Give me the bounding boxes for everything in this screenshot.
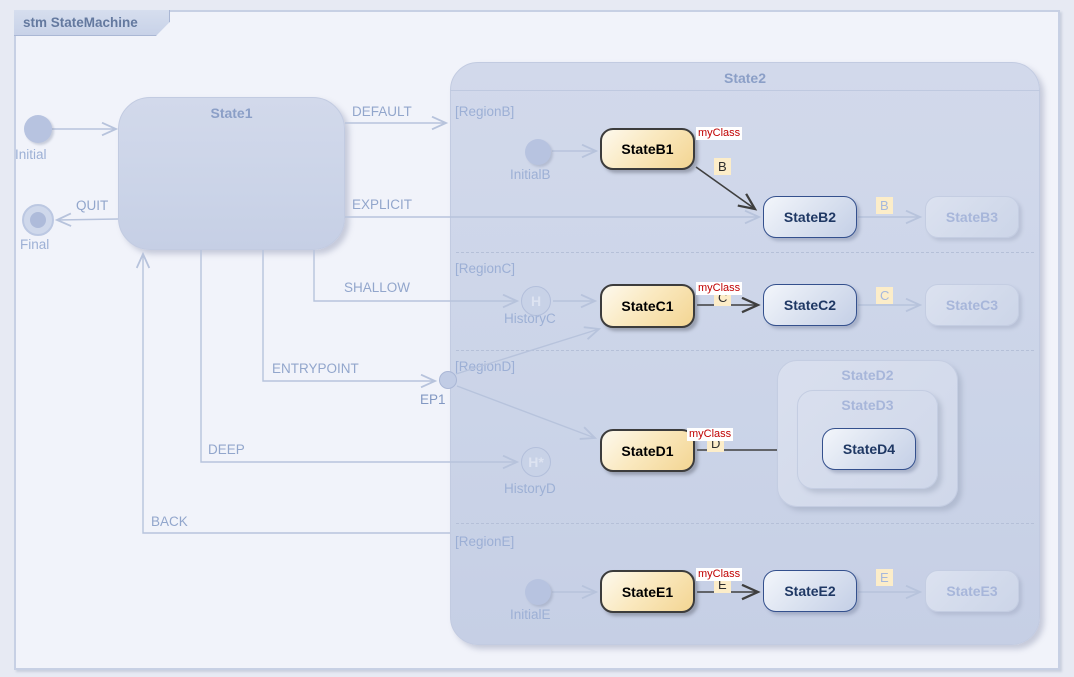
stated1-label: StateD1 [621, 442, 674, 459]
state1-label: State1 [210, 105, 253, 121]
transition-label-explicit[interactable]: EXPLICIT [352, 197, 413, 212]
statec2-label: StateC2 [783, 297, 837, 313]
initiale-label: InitialE [510, 607, 551, 622]
statee2-label: StateE2 [784, 583, 836, 599]
stereotype-label-e: myClass [696, 568, 743, 581]
transition-label-entrypoint[interactable]: ENTRYPOINT [272, 361, 359, 376]
transition-label-shallow[interactable]: SHALLOW [344, 280, 411, 295]
statee3-label: StateE3 [946, 583, 998, 599]
initialb-label: InitialB [510, 167, 551, 182]
stateb2-label: StateB2 [783, 209, 837, 225]
stated2-label: StateD2 [841, 367, 894, 383]
historyd-label: HistoryD [504, 481, 556, 496]
state-stateb1[interactable]: StateB1 [600, 128, 695, 170]
ep1-node[interactable] [439, 371, 457, 389]
state2-title-divider [450, 90, 1040, 91]
statec1-label: StateC1 [621, 298, 674, 314]
transition-label-deep[interactable]: DEEP [208, 442, 245, 457]
region-label-c: [RegionC] [455, 261, 516, 276]
state-stated4[interactable]: StateD4 [822, 428, 916, 470]
state-statee2[interactable]: StateE2 [763, 570, 857, 612]
historyc-node[interactable]: H [521, 286, 551, 316]
state-statee3[interactable]: StateE3 [925, 570, 1019, 612]
region-divider-cd [456, 350, 1034, 351]
historyd-glyph: H* [528, 454, 544, 470]
trigger-chip-b1: B [714, 158, 731, 175]
region-label-b: [RegionB] [455, 104, 515, 119]
stateb3-label: StateB3 [945, 209, 999, 225]
state-stateb3[interactable]: StateB3 [925, 196, 1019, 238]
historyc-glyph: H [530, 293, 542, 309]
region-label-e: [RegionE] [455, 534, 515, 549]
initiale-node[interactable] [525, 579, 551, 605]
stereotype-label-d: myClass [687, 428, 734, 441]
region-divider-de [456, 523, 1034, 524]
statec3-label: StateC3 [945, 297, 999, 313]
stateb1-label: StateB1 [621, 141, 674, 157]
state-statee1[interactable]: StateE1 [600, 570, 695, 613]
transition-label-quit[interactable]: QUIT [76, 198, 109, 213]
stereotype-label-b: myClass [696, 127, 743, 140]
state-stateb2[interactable]: StateB2 [763, 196, 857, 238]
stated3-label: StateD3 [841, 397, 894, 413]
stated4-label: StateD4 [842, 441, 896, 457]
state-statec1[interactable]: StateC1 [600, 284, 695, 328]
historyd-node[interactable]: H* [521, 447, 551, 477]
state-statec3[interactable]: StateC3 [925, 284, 1019, 326]
frame-tab: stm StateMachine [14, 10, 170, 36]
state-statec2[interactable]: StateC2 [763, 284, 857, 326]
trigger-chip-c2: C [876, 287, 894, 304]
state-stated1[interactable]: StateD1 [600, 429, 695, 472]
transition-label-default[interactable]: DEFAULT [352, 104, 412, 119]
initial-node-label: Initial [15, 147, 47, 162]
region-divider-bc [456, 252, 1034, 253]
trigger-chip-b2: B [876, 197, 893, 214]
trigger-chip-e2: E [876, 569, 893, 586]
final-node-label: Final [20, 237, 50, 252]
historyc-label: HistoryC [504, 311, 556, 326]
state2-label: State2 [723, 70, 767, 86]
statee1-label: StateE1 [621, 583, 674, 600]
final-node-dot [30, 212, 46, 228]
initial-node[interactable] [24, 115, 52, 143]
frame-tab-label: stm StateMachine [23, 15, 138, 30]
state-state1[interactable]: State1 [118, 97, 345, 250]
stereotype-label-c: myClass [696, 282, 743, 295]
transition-label-back[interactable]: BACK [151, 514, 188, 529]
ep1-label: EP1 [420, 392, 446, 407]
initialb-node[interactable] [525, 139, 551, 165]
